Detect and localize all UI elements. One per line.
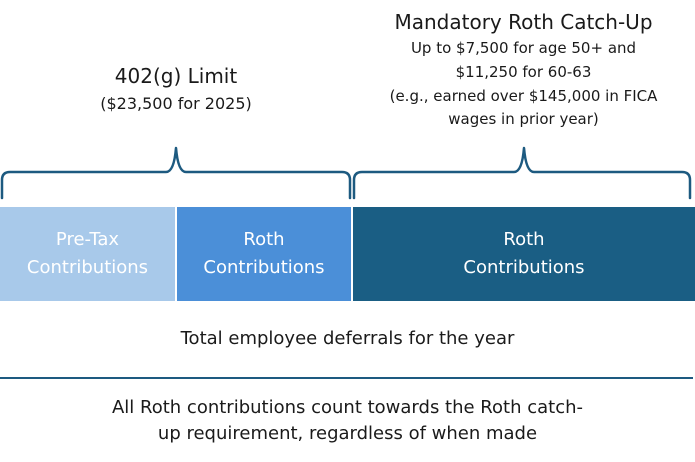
- roth-catchup-contributions-block: Roth Contributions: [353, 207, 695, 301]
- pretax-contributions-block: Pre-Tax Contributions: [0, 207, 175, 301]
- note-line-1: All Roth contributions count towards the…: [111, 397, 583, 418]
- catchup-title: Mandatory Roth Catch-Up: [394, 10, 653, 34]
- segment-label-line2: Contributions: [26, 257, 149, 278]
- segment-label-line2: Contributions: [203, 257, 325, 278]
- catchup-line-4: wages in prior year): [448, 110, 599, 128]
- segment-label-line1: Pre-Tax: [55, 229, 120, 250]
- limit-title: 402(g) Limit: [114, 64, 238, 88]
- total-deferrals-label: Total employee deferrals for the year: [180, 328, 515, 349]
- right-brace: [352, 146, 692, 200]
- segment-label-line2: Contributions: [463, 257, 585, 278]
- catchup-line-1: Up to $7,500 for age 50+ and: [410, 39, 637, 57]
- segment-label-line1: Roth: [243, 229, 285, 250]
- left-brace: [0, 146, 352, 200]
- braces: [0, 146, 692, 200]
- catchup-line-2: $11,250 for 60-63: [455, 63, 592, 81]
- segment-label-line1: Roth: [503, 229, 545, 250]
- note-line-2: up requirement, regardless of when made: [157, 423, 538, 444]
- divider-line: [0, 377, 693, 379]
- limit-subtitle: ($23,500 for 2025): [100, 94, 252, 113]
- roth-contributions-block: Roth Contributions: [177, 207, 351, 301]
- catchup-line-3: (e.g., earned over $145,000 in FICA: [389, 87, 658, 105]
